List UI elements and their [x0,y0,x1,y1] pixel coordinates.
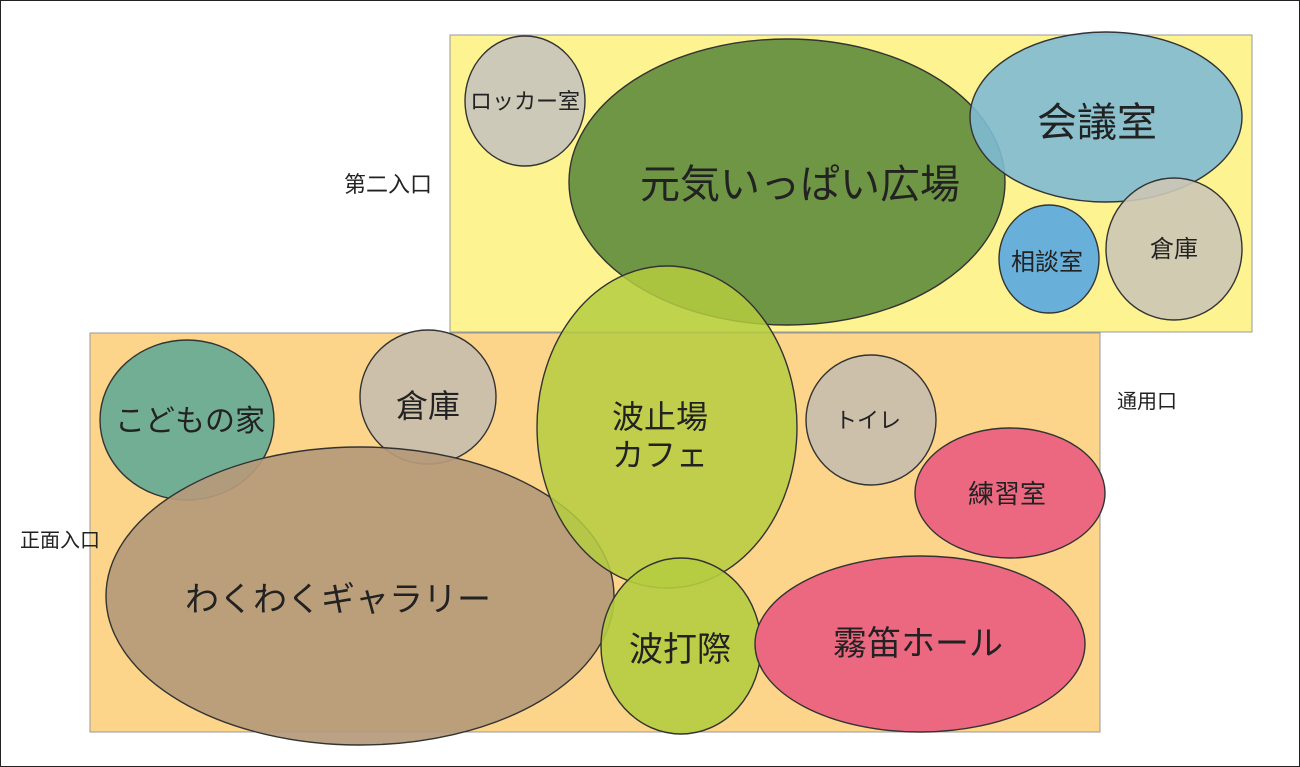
room-meeting[interactable]: 会議室 [969,31,1243,203]
service-entrance-label: 通用口 [1117,389,1177,413]
second-entrance-label: 第二入口 [344,173,432,198]
front-entrance-label: 正面入口 [20,528,100,552]
room-gallery[interactable]: わくわくギャラリー [105,446,615,746]
room-kids[interactable]: こどもの家 [99,339,275,501]
foghorn-shape [754,555,1086,733]
kids-label: こどもの家 [115,404,265,439]
room-cafe[interactable]: 波止場 カフェ [536,265,798,589]
consult-shape [998,204,1100,314]
toilet-shape [805,354,937,486]
gallery-label: わくわくギャラリー [185,580,491,620]
room-consult[interactable]: 相談室 [998,204,1100,314]
locker-shape [464,35,586,167]
plaza-shape [568,38,1006,326]
toilet-label: トイレ [835,409,901,434]
room-shore[interactable]: 波打際 [600,557,762,735]
practice-shape [914,427,1106,559]
meeting-label: 会議室 [1037,100,1157,146]
cafe-label-line1: 波止場 [612,398,708,436]
foghorn-label: 霧笛ホール [833,624,1003,664]
gallery-shape [105,446,615,746]
cafe-label-line2: カフェ [612,436,708,474]
storage-upper-label: 倉庫 [1150,235,1198,263]
shore-label: 波打際 [629,630,731,670]
meeting-shape [969,31,1243,203]
storage-upper-shape [1105,177,1243,321]
locker-label: ロッカー室 [470,90,580,115]
practice-label: 練習室 [968,480,1046,510]
room-foghorn[interactable]: 霧笛ホール [754,555,1086,733]
room-toilet[interactable]: トイレ [805,354,937,486]
room-plaza[interactable]: 元気いっぱい広場 [568,38,1006,326]
room-storage-lower[interactable]: 倉庫 [359,329,497,465]
room-locker[interactable]: ロッカー室 [464,35,586,167]
consult-label: 相談室 [1011,248,1083,276]
plaza-label: 元気いっぱい広場 [640,162,960,208]
storage-lower-label: 倉庫 [396,387,460,425]
room-practice[interactable]: 練習室 [914,427,1106,559]
room-storage-upper[interactable]: 倉庫 [1105,177,1243,321]
